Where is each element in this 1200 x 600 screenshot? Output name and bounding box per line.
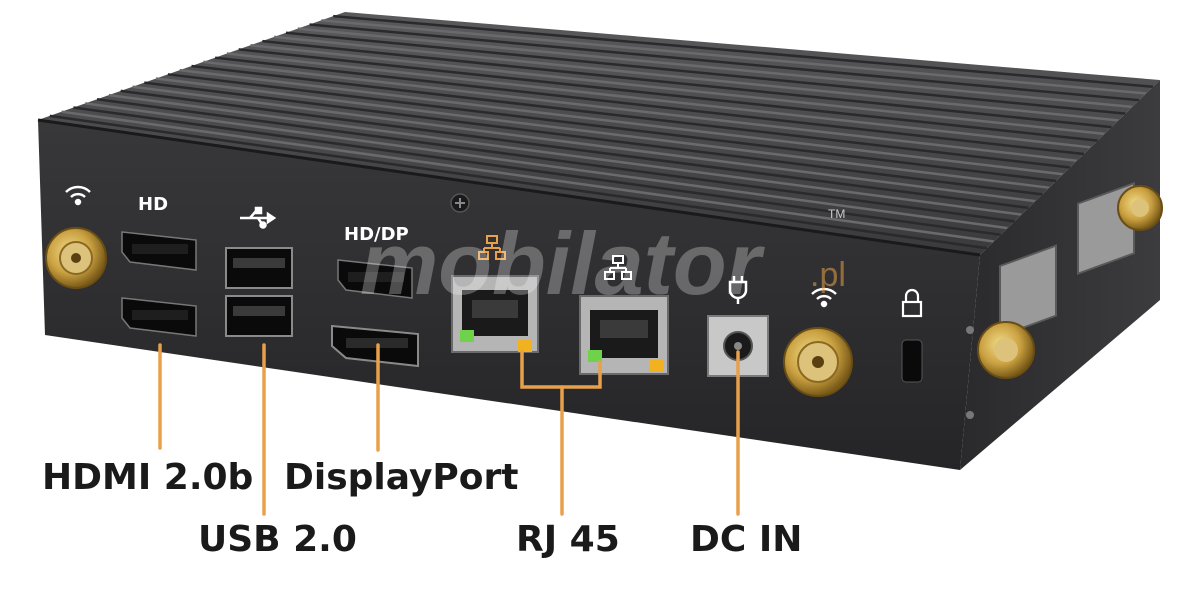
heatsink-fin [155,77,1050,189]
rj45-port [451,275,539,353]
heatsink-fin [144,81,1043,196]
hd-dp-label: HD/DP [344,224,409,245]
callout-lines [158,343,740,516]
wifi-icon [65,185,91,206]
usb-port [225,247,293,289]
heatsink-fin [203,60,1078,163]
hdmi-port [121,231,197,271]
heatsink-fin [297,27,1133,109]
heatsink-fin [96,97,1015,223]
usb-port [225,295,293,337]
activity-led [518,340,532,352]
activity-led [650,360,664,372]
heatsink-fin [309,23,1140,102]
heatsink-fin [321,19,1147,95]
screw-icon [450,193,470,213]
heatsink-fin [179,68,1064,176]
usb-callout-label: USB 2.0 [198,519,357,560]
wifi-icon [811,287,837,308]
displayport-callout-label: DisplayPort [284,457,519,498]
antenna-connector [783,327,853,397]
heatsink-fin [73,106,1001,237]
heatsink-fin [61,110,995,243]
heatsink-fin [132,85,1036,203]
link-led [460,330,474,342]
hdmi-port [121,297,197,337]
heatsink-fin [226,52,1091,149]
network-icon [478,235,506,260]
serial-port [999,244,1057,338]
network-icon [604,255,632,280]
watermark-tm: TM [828,207,845,221]
hdmi-callout-label: HDMI 2.0b [42,457,254,498]
heatsink-fin [262,39,1112,129]
kensington-lock-slot [901,339,923,383]
heatsink-fin [214,56,1084,156]
lock-icon [901,288,923,318]
heatsink-fin [238,48,1098,142]
heatsink-fin [120,89,1029,210]
displayport-port [331,324,419,368]
heatsink-fin [333,14,1154,88]
heatsink-fin [274,35,1119,122]
heatsink-fin [85,102,1008,230]
heatsink-fin [285,31,1126,115]
watermark: mobilator [360,214,766,313]
heatsink-fin [250,43,1105,136]
hdmi-port [337,259,413,299]
link-led [588,350,602,362]
antenna-connector [1117,185,1163,231]
power-plug-icon [728,276,748,304]
antenna-connector [45,227,107,289]
rj45-port [579,295,669,375]
heatsink-fin [49,114,988,250]
antenna-connector [977,321,1035,379]
watermark-suffix: .pl [810,256,846,294]
heatsink-fin [167,73,1057,183]
heatsink-fin [191,64,1071,169]
rj45-callout-label: RJ 45 [516,519,620,560]
hd-label: HD [138,194,168,215]
usb-icon [240,206,277,229]
heatsink-fin [108,93,1022,216]
dc-in-callout-label: DC IN [690,519,803,560]
dc-in-jack [707,315,769,377]
heatsink-fins [49,14,1154,250]
